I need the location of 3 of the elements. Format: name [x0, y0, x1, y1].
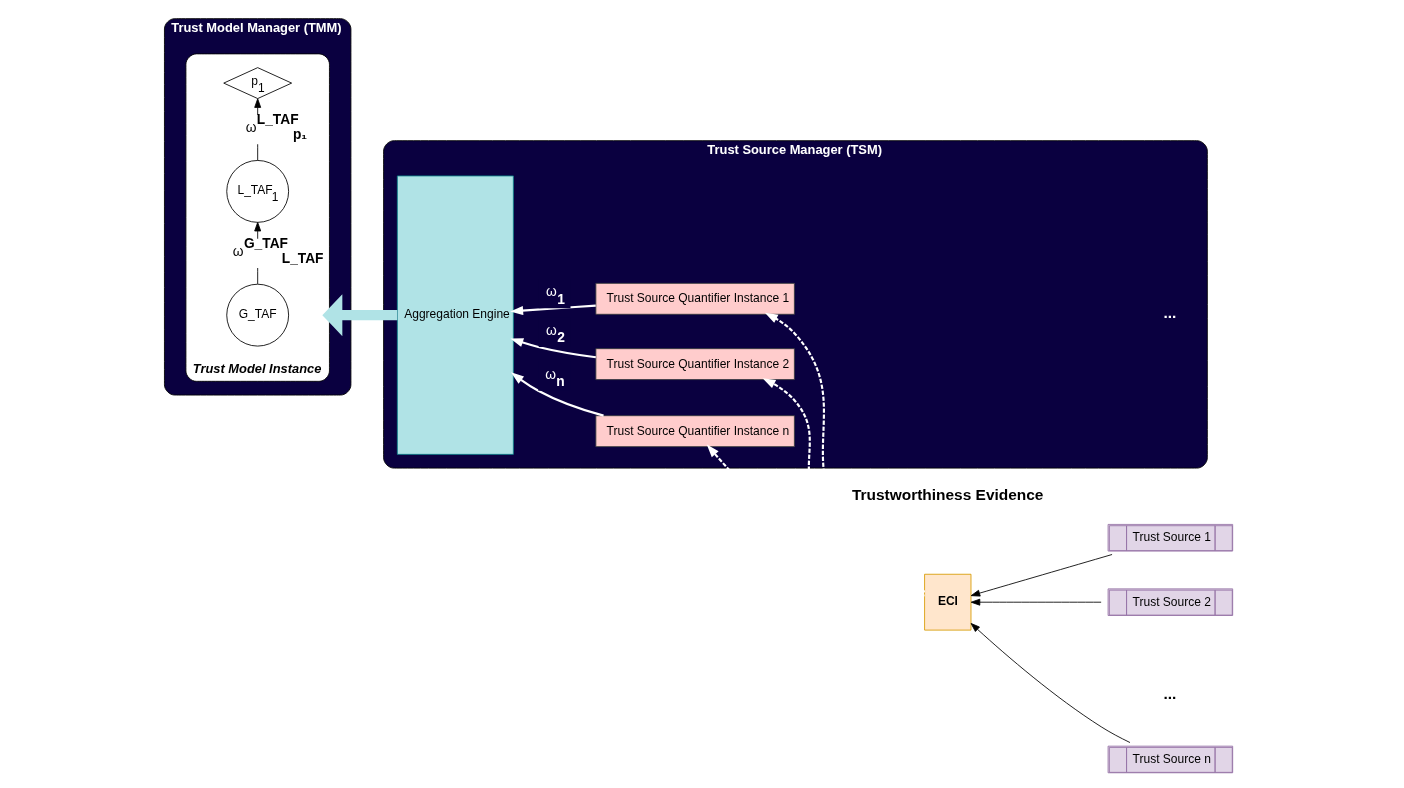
label: ...	[1163, 684, 1177, 702]
label: Trustworthiness Evidence	[851, 486, 1044, 504]
label: ...	[1163, 304, 1177, 322]
